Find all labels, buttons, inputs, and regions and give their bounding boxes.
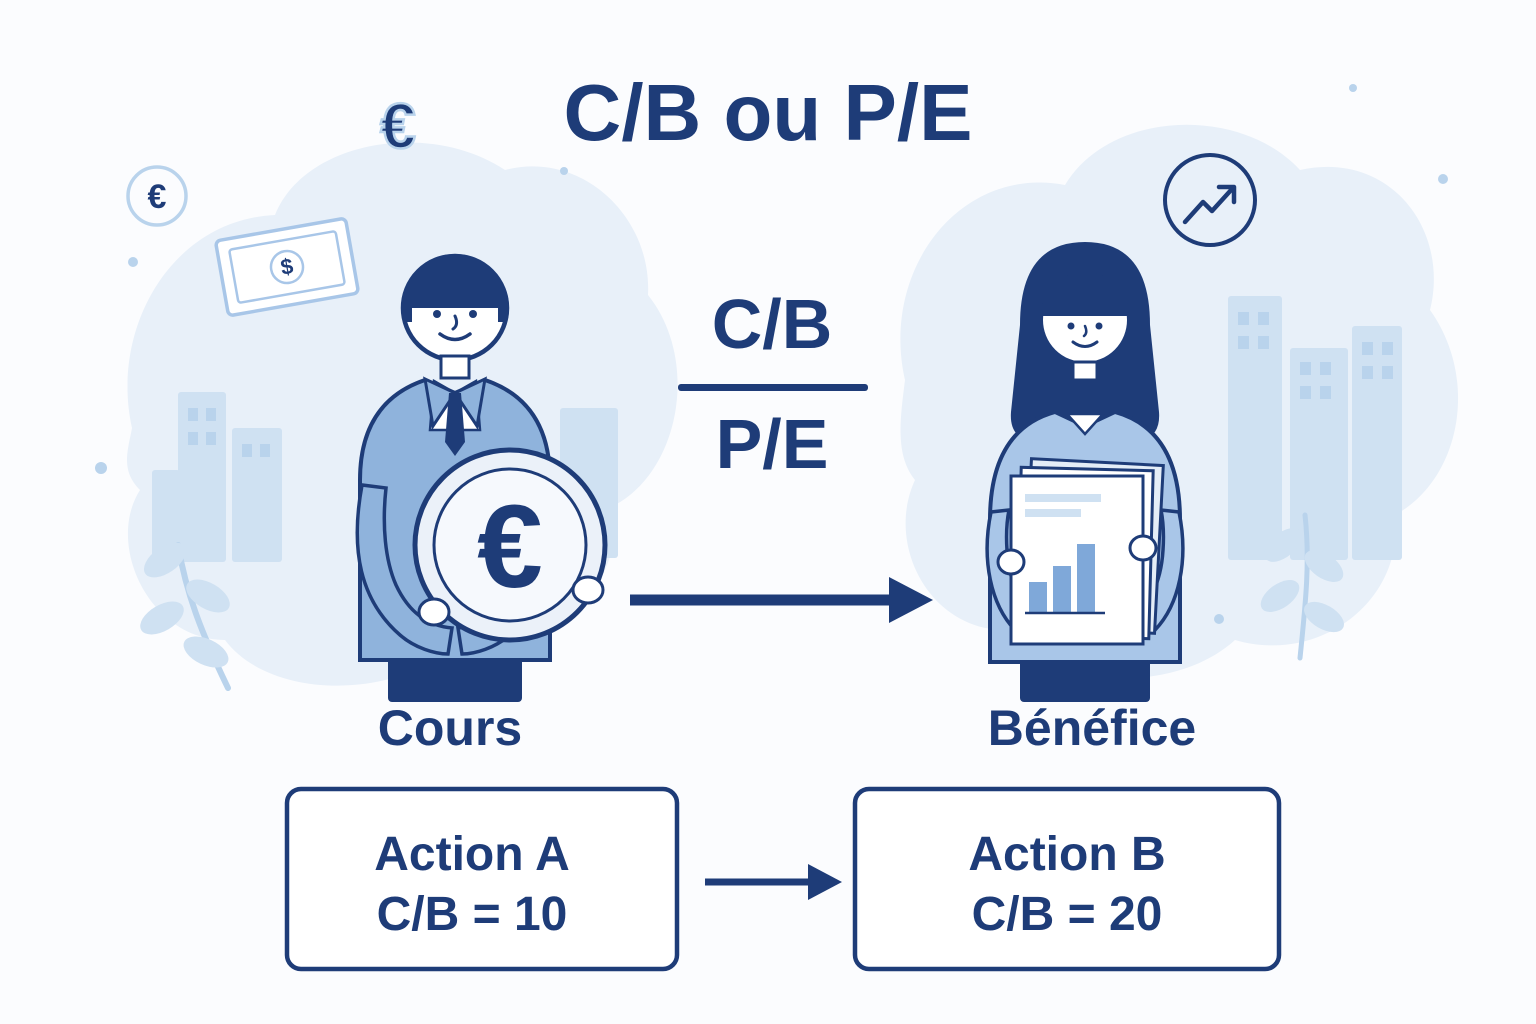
euro-badge-glyph: €: [148, 178, 167, 216]
man-trousers: [388, 658, 522, 702]
action-a-line1: Action A: [374, 828, 570, 881]
dollar-glyph: $: [279, 253, 295, 280]
arrow-right-icon: [630, 577, 933, 623]
formula-denominator: P/E: [716, 405, 829, 483]
banknote-icon: $: [214, 217, 360, 317]
action-b-line2: C/B = 20: [972, 888, 1163, 941]
man-tie: [445, 393, 465, 456]
action-b-box: Action B C/B = 20: [852, 786, 1282, 972]
euro-badge-icon: €: [126, 165, 188, 227]
fraction-bar: [678, 384, 868, 391]
formula-numerator: C/B: [712, 285, 833, 363]
label-cours: Cours: [378, 700, 522, 756]
euro-outline-icon: €: [380, 90, 416, 162]
bar-chart-icon: [1025, 544, 1105, 615]
trend-circle-icon: [1163, 153, 1257, 247]
leaf-right: [1260, 512, 1344, 661]
action-a-box: Action A C/B = 10: [284, 786, 680, 972]
woman-figure: [985, 242, 1185, 702]
page-title: C/B ou P/E: [564, 68, 973, 157]
action-b-line1: Action B: [968, 828, 1165, 881]
woman-skirt: [1020, 660, 1150, 702]
action-a-line2: C/B = 10: [377, 888, 568, 941]
city-right: [1228, 296, 1402, 560]
comparison-arrow-icon: [705, 864, 842, 900]
coin-euro-glyph: €: [477, 481, 543, 613]
man-hair: [403, 256, 507, 308]
label-benefice: Bénéfice: [988, 700, 1196, 756]
man-figure: €: [355, 253, 608, 702]
euro-coin: €: [412, 447, 608, 643]
leaf-left: [140, 542, 231, 691]
